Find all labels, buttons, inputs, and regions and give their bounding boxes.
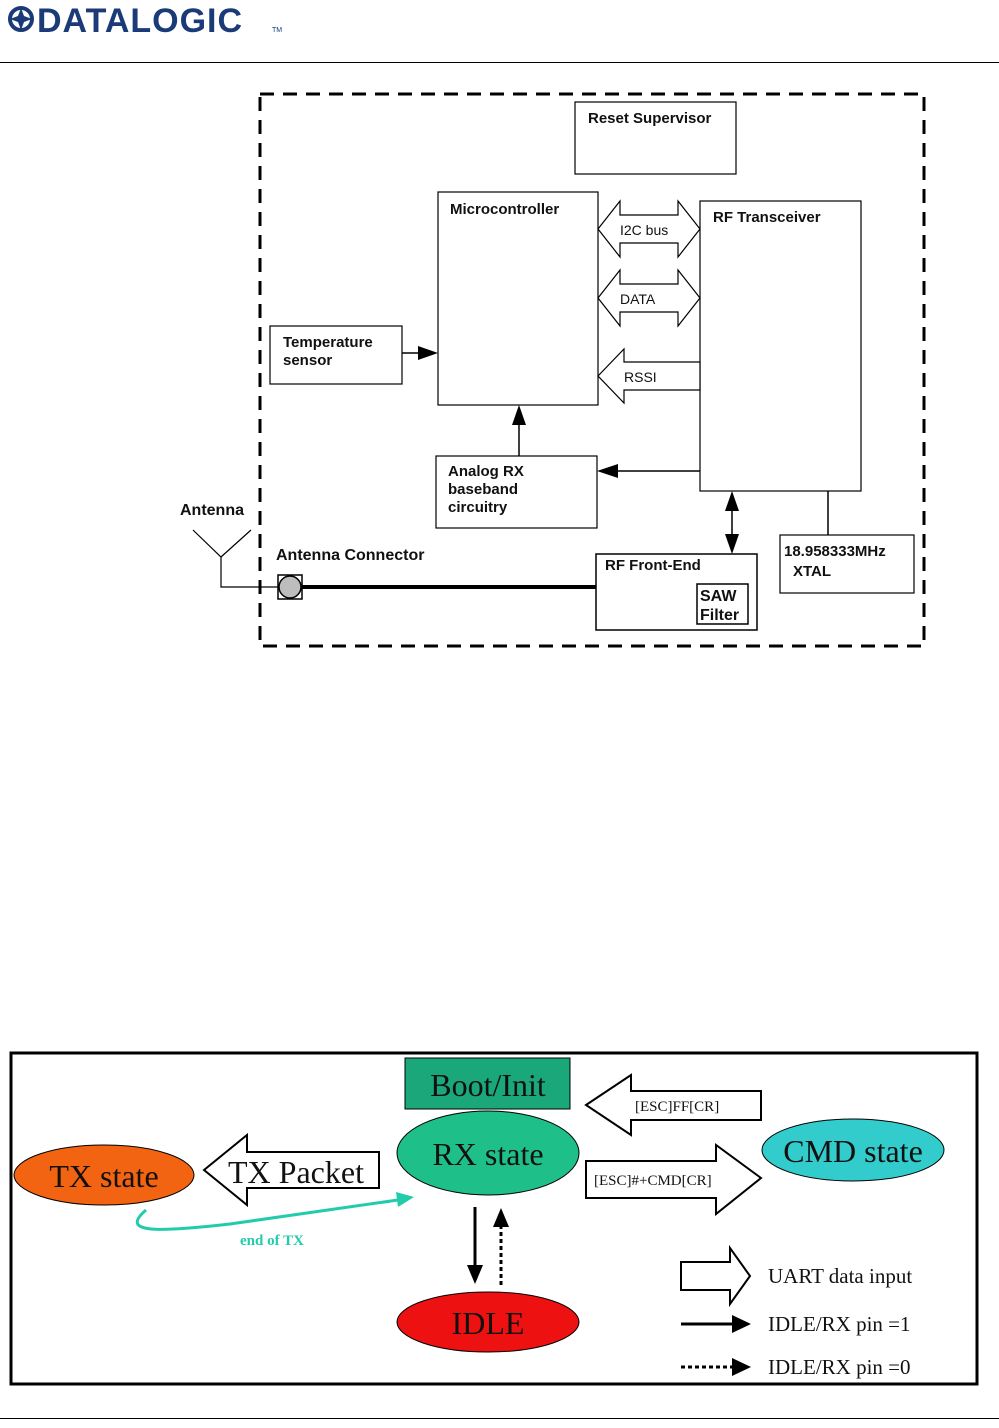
- idle-state-node: [396, 1291, 580, 1353]
- end-of-tx-label: end of TX: [240, 1233, 304, 1249]
- rx-state-node: [396, 1110, 580, 1196]
- logo-text: DATALOGIC: [37, 2, 243, 40]
- cmd-state-node: [761, 1118, 945, 1182]
- saw-filter-line-2: Filter: [700, 607, 739, 624]
- logo-mark-icon: [8, 6, 34, 32]
- tx-packet-arrow: [202, 1132, 380, 1208]
- microcontroller-box: [437, 191, 599, 406]
- rf-front-end-box: [595, 553, 758, 631]
- idle-to-rx-arrowhead: [493, 1208, 509, 1227]
- header-divider: [0, 62, 999, 63]
- xtal-frequency: 18.958333MHz: [784, 543, 886, 560]
- temp-to-mcu-arrowhead: [418, 346, 438, 360]
- legend-pin1-label: IDLE/RX pin =1: [768, 1312, 911, 1336]
- rf-front-end-label: RF Front-End: [605, 557, 701, 574]
- page-header: DATALOGIC TM: [0, 0, 999, 64]
- temperature-sensor-line-1: Temperature: [283, 334, 373, 351]
- legend-uart-label: UART data input: [768, 1264, 912, 1288]
- transceiver-frontend-arrowhead-up: [725, 491, 739, 511]
- legend-pin0-arrowhead: [732, 1358, 751, 1376]
- i2c-bus-arrow: [597, 199, 701, 259]
- cmd-state-label: CMD state: [783, 1133, 923, 1169]
- microcontroller-label: Microcontroller: [450, 201, 559, 218]
- end-of-tx-arrow: [135, 1198, 399, 1231]
- tx-state-node: [13, 1144, 195, 1206]
- reset-supervisor-label: Reset Supervisor: [588, 110, 712, 127]
- data-bus-label: DATA: [620, 291, 656, 307]
- analog-rx-line-3: circuitry: [448, 499, 508, 516]
- saw-filter-line-1: SAW: [700, 588, 737, 605]
- antenna-label: Antenna: [180, 502, 244, 519]
- antenna-connector-icon: [278, 575, 302, 599]
- esc-ff-cr-label: [ESC]FF[CR]: [635, 1099, 719, 1115]
- state-diagram-frame: [9, 1051, 979, 1386]
- logo-trademark: TM: [272, 27, 282, 34]
- tx-packet-label: TX Packet: [228, 1154, 364, 1190]
- boot-init-label: Boot/Init: [430, 1067, 546, 1103]
- antenna-icon: [192, 529, 278, 588]
- rf-transceiver-box: [699, 200, 862, 492]
- rx-to-idle-arrowhead: [467, 1265, 483, 1284]
- esc-ff-cr-arrow: [584, 1073, 762, 1137]
- xtal-box: [779, 534, 915, 594]
- esc-cmd-cr-arrow: [585, 1143, 763, 1217]
- legend: UART data input IDLE/RX pin =1 IDLE/RX p…: [680, 1244, 912, 1379]
- rx-state-label: RX state: [432, 1136, 543, 1172]
- idle-state-label: IDLE: [452, 1305, 525, 1341]
- antenna-connector-label: Antenna Connector: [276, 547, 424, 564]
- footer-divider: [0, 1418, 999, 1419]
- antenna-connector-frame: [277, 574, 303, 600]
- rssi-label: RSSI: [624, 369, 657, 385]
- legend-uart-arrow-icon: [680, 1244, 752, 1308]
- analog-rx-line-2: baseband: [448, 481, 518, 498]
- esc-cmd-cr-label: [ESC]#+CMD[CR]: [594, 1173, 712, 1189]
- boot-init-box: [404, 1057, 571, 1110]
- legend-pin1-arrowhead: [732, 1315, 751, 1333]
- rssi-arrow: [597, 347, 701, 405]
- tx-state-label: TX state: [49, 1158, 158, 1194]
- saw-filter-box: [696, 583, 749, 625]
- end-of-tx-arrowhead: [396, 1192, 414, 1207]
- i2c-bus-label: I2C bus: [620, 222, 668, 238]
- transceiver-frontend-arrowhead-down: [725, 534, 739, 554]
- legend-pin0-label: IDLE/RX pin =0: [768, 1355, 911, 1379]
- datalogic-logo: DATALOGIC TM: [8, 2, 282, 40]
- data-bus-arrow: [597, 268, 701, 328]
- transceiver-to-analog-arrowhead: [597, 464, 618, 478]
- analog-to-mcu-arrowhead: [512, 405, 526, 425]
- analog-rx-line-1: Analog RX: [448, 463, 524, 480]
- temperature-sensor-line-2: sensor: [283, 352, 332, 369]
- temperature-sensor-box: [269, 325, 403, 385]
- reset-supervisor-box: [574, 101, 737, 175]
- analog-rx-box: [435, 455, 598, 529]
- rf-transceiver-label: RF Transceiver: [713, 209, 821, 226]
- module-boundary: [258, 92, 926, 648]
- xtal-label: XTAL: [793, 563, 831, 580]
